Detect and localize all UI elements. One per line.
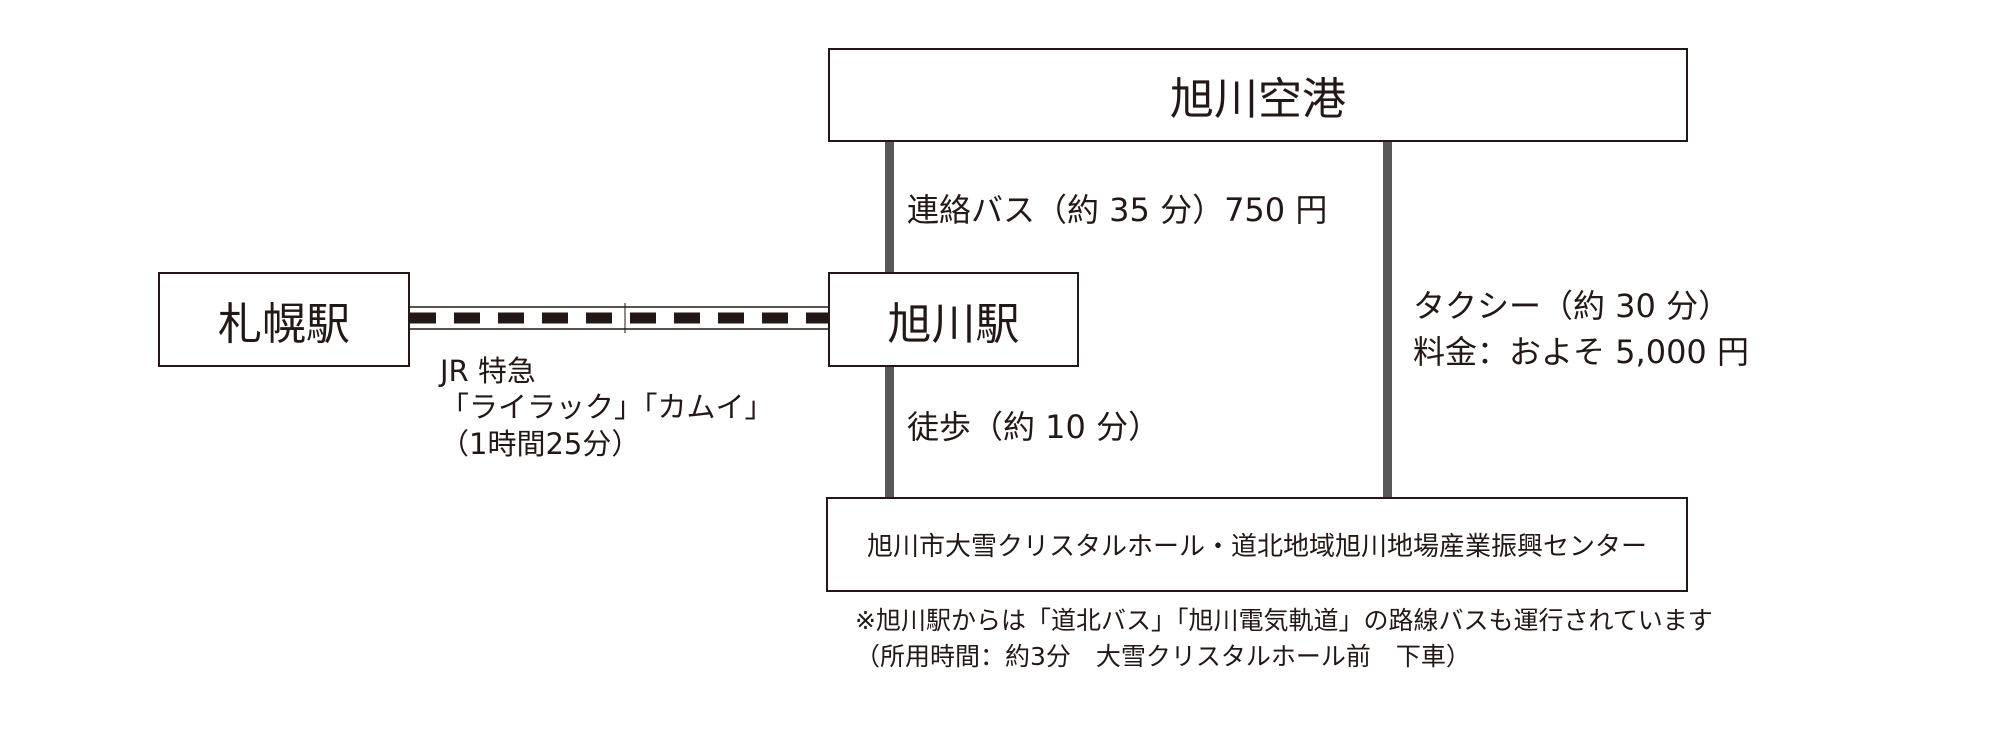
footnote-line-1: ※旭川駅からは「道北バス」「旭川電気軌道」の路線バスも運行されています [855, 606, 1713, 635]
taxi-route-line [1383, 142, 1392, 497]
airport-label: 旭川空港 [1170, 74, 1346, 125]
sapporo-station-box: 札幌駅 [158, 272, 410, 367]
venue-label: 旭川市大雪クリスタルホール・道北地域旭川地場産業振興センター [866, 532, 1647, 562]
footnote: ※旭川駅からは「道北バス」「旭川電気軌道」の路線バスも運行されています （所用時… [855, 603, 1713, 676]
asahikawa-station-label: 旭川駅 [887, 298, 1020, 350]
walk-route-line [885, 367, 894, 497]
taxi-fare-text: 料金：およそ 5,000 円 [1413, 333, 1749, 372]
jr-service-text: JR 特急 [440, 354, 536, 388]
bus-route-label: 連絡バス（約 35 分）750 円 [907, 191, 1328, 229]
venue-box: 旭川市大雪クリスタルホール・道北地域旭川地場産業振興センター [826, 497, 1688, 592]
jr-route-label: JR 特急 「ライラック」「カムイ」 （1時間25分） [440, 353, 774, 462]
bus-route-line [885, 142, 894, 272]
asahikawa-station-box: 旭川駅 [828, 272, 1079, 367]
sapporo-station-label: 札幌駅 [218, 298, 350, 350]
jr-duration-text: （1時間25分） [440, 426, 641, 461]
airport-box: 旭川空港 [828, 48, 1688, 142]
taxi-time-text: タクシー（約 30 分） [1413, 287, 1731, 325]
taxi-route-label: タクシー（約 30 分） 料金：およそ 5,000 円 [1413, 283, 1749, 376]
walk-route-label: 徒歩（約 10 分） [907, 408, 1161, 446]
footnote-line-2: （所用時間：約3分 大雪クリスタルホール前 下車） [855, 642, 1471, 672]
jr-railway-line [410, 303, 828, 333]
jr-train-names-text: 「ライラック」「カムイ」 [440, 390, 774, 425]
